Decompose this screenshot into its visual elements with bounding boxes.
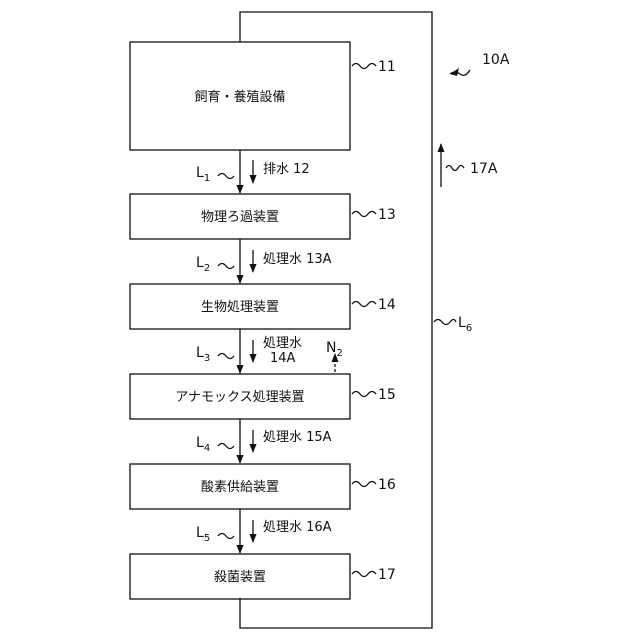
- ref-11: 11: [378, 59, 396, 75]
- line-label-l3: L3: [196, 345, 210, 364]
- line-label-l4: L4: [196, 435, 210, 454]
- stream-label-14a-line2: 14A: [270, 351, 296, 366]
- leader-l2: [218, 264, 234, 269]
- leader-l5: [218, 534, 234, 539]
- stream-label-16a: 処理水 16A: [263, 520, 332, 535]
- line-label-l6: L6: [458, 315, 472, 334]
- leader-l3: [218, 354, 234, 359]
- leader-l4: [218, 444, 234, 449]
- box-label-oxygen-supply: 酸素供給装置: [201, 480, 279, 495]
- leader-11: [352, 64, 376, 69]
- ref-10a: 10A: [482, 52, 510, 68]
- box-label-sterilizer: 殺菌装置: [214, 570, 266, 585]
- ref-15: 15: [378, 387, 396, 403]
- leader-10a-arrowhead: [450, 68, 459, 76]
- line-label-l2: L2: [196, 255, 210, 274]
- leader-16: [352, 482, 376, 487]
- stream-label-13a: 処理水 13A: [263, 252, 332, 267]
- leader-l6: [434, 320, 456, 325]
- line-label-l5: L5: [196, 525, 210, 544]
- leader-13: [352, 212, 376, 217]
- stream-label-14a-line1: 処理水: [263, 336, 302, 351]
- leader-l1: [218, 174, 234, 179]
- ref-13: 13: [378, 207, 396, 223]
- ref-17a: 17A: [470, 161, 498, 177]
- leader-15: [352, 392, 376, 397]
- box-label-physical-filter: 物理ろ過装置: [201, 210, 279, 225]
- stream-label-12: 排水 12: [263, 162, 310, 177]
- line-label-l1: L1: [196, 165, 210, 184]
- leader-17: [352, 572, 376, 577]
- leader-17a: [446, 166, 464, 171]
- box-label-breeding-facility: 飼育・養殖設備: [194, 89, 285, 105]
- leader-14: [352, 302, 376, 307]
- box-label-biological-treatment: 生物処理装置: [201, 300, 279, 315]
- box-label-anammox-treatment: アナモックス処理装置: [175, 390, 304, 405]
- stream-label-15a: 処理水 15A: [263, 430, 332, 445]
- ref-16: 16: [378, 477, 396, 493]
- ref-17: 17: [378, 567, 396, 583]
- ref-14: 14: [378, 297, 396, 313]
